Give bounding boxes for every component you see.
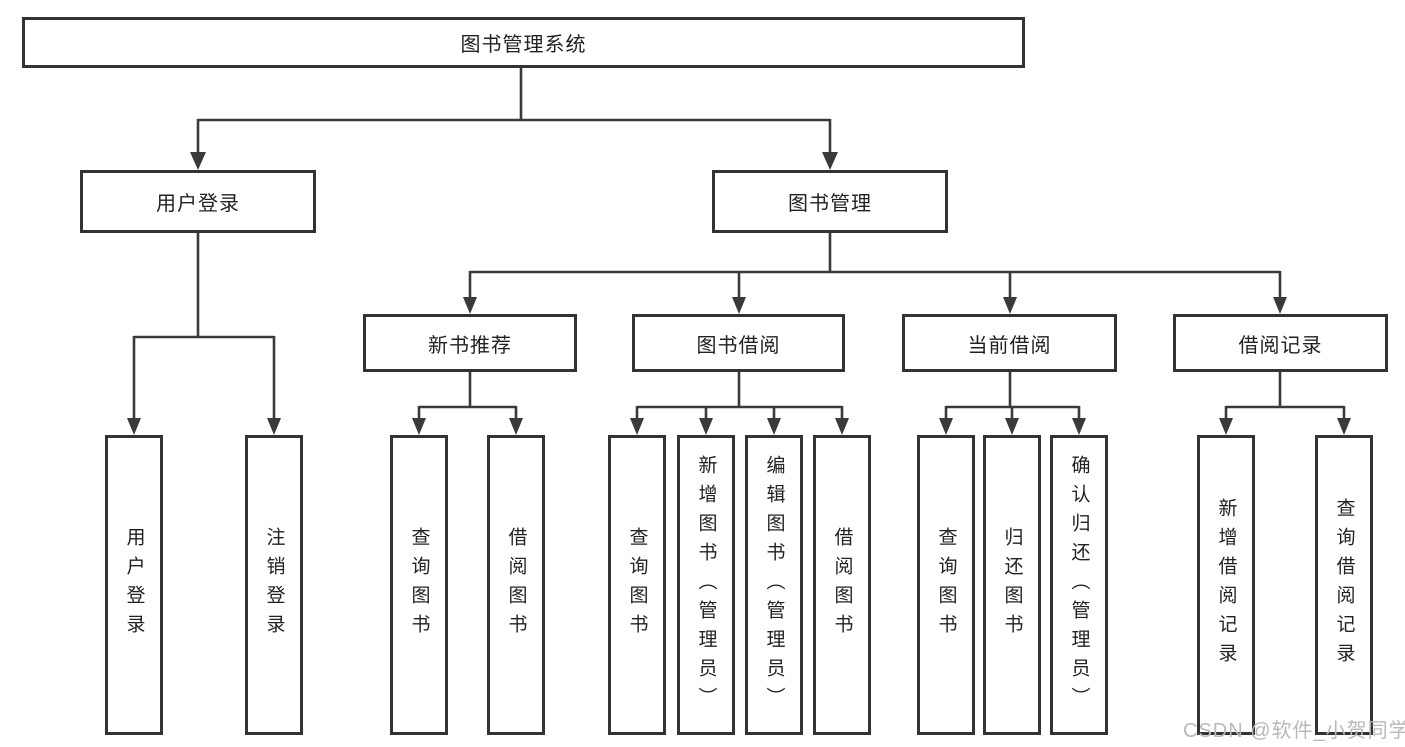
node-book-borrowing: 图书借阅 bbox=[632, 314, 845, 372]
leaf-label: 新增借阅记录 bbox=[1215, 498, 1237, 672]
leaf-label: 查询图书 bbox=[626, 527, 648, 643]
node-borrowing-records: 借阅记录 bbox=[1173, 314, 1388, 372]
leaf-query-books-borrowing: 查询图书 bbox=[608, 435, 666, 735]
leaf-label: 借阅图书 bbox=[831, 527, 853, 643]
leaf-label: 编辑图书（管理员） bbox=[763, 454, 785, 716]
leaf-borrow-books: 借阅图书 bbox=[813, 435, 871, 735]
leaf-user-login: 用户登录 bbox=[105, 435, 163, 735]
leaf-query-books-current: 查询图书 bbox=[917, 435, 975, 735]
leaf-borrow-books-recommend: 借阅图书 bbox=[487, 435, 545, 735]
leaf-label: 用户登录 bbox=[123, 527, 145, 643]
leaf-label: 归还图书 bbox=[1001, 527, 1023, 643]
leaf-logout: 注销登录 bbox=[245, 435, 303, 735]
leaf-add-books-admin: 新增图书（管理员） bbox=[677, 435, 735, 735]
leaf-label: 查询借阅记录 bbox=[1333, 498, 1355, 672]
leaf-label: 注销登录 bbox=[263, 527, 285, 643]
leaf-label: 借阅图书 bbox=[505, 527, 527, 643]
leaf-return-books: 归还图书 bbox=[983, 435, 1041, 735]
node-user-login: 用户登录 bbox=[80, 170, 316, 233]
leaf-label: 查询图书 bbox=[408, 527, 430, 643]
node-current-borrowing: 当前借阅 bbox=[902, 314, 1117, 372]
leaf-confirm-return-admin: 确认归还（管理员） bbox=[1050, 435, 1108, 735]
leaf-label: 确认归还（管理员） bbox=[1068, 454, 1090, 716]
watermark: CSDN @软件_小贺同学 bbox=[1183, 720, 1405, 742]
leaf-query-books-recommend: 查询图书 bbox=[390, 435, 448, 735]
node-new-book-recommend: 新书推荐 bbox=[363, 314, 577, 372]
leaf-add-borrow-record: 新增借阅记录 bbox=[1197, 435, 1255, 735]
leaf-edit-books-admin: 编辑图书（管理员） bbox=[745, 435, 803, 735]
leaf-query-borrow-record: 查询借阅记录 bbox=[1315, 435, 1373, 735]
node-book-management: 图书管理 bbox=[712, 170, 948, 233]
node-root: 图书管理系统 bbox=[22, 17, 1025, 68]
leaf-label: 新增图书（管理员） bbox=[695, 454, 717, 716]
leaf-label: 查询图书 bbox=[935, 527, 957, 643]
